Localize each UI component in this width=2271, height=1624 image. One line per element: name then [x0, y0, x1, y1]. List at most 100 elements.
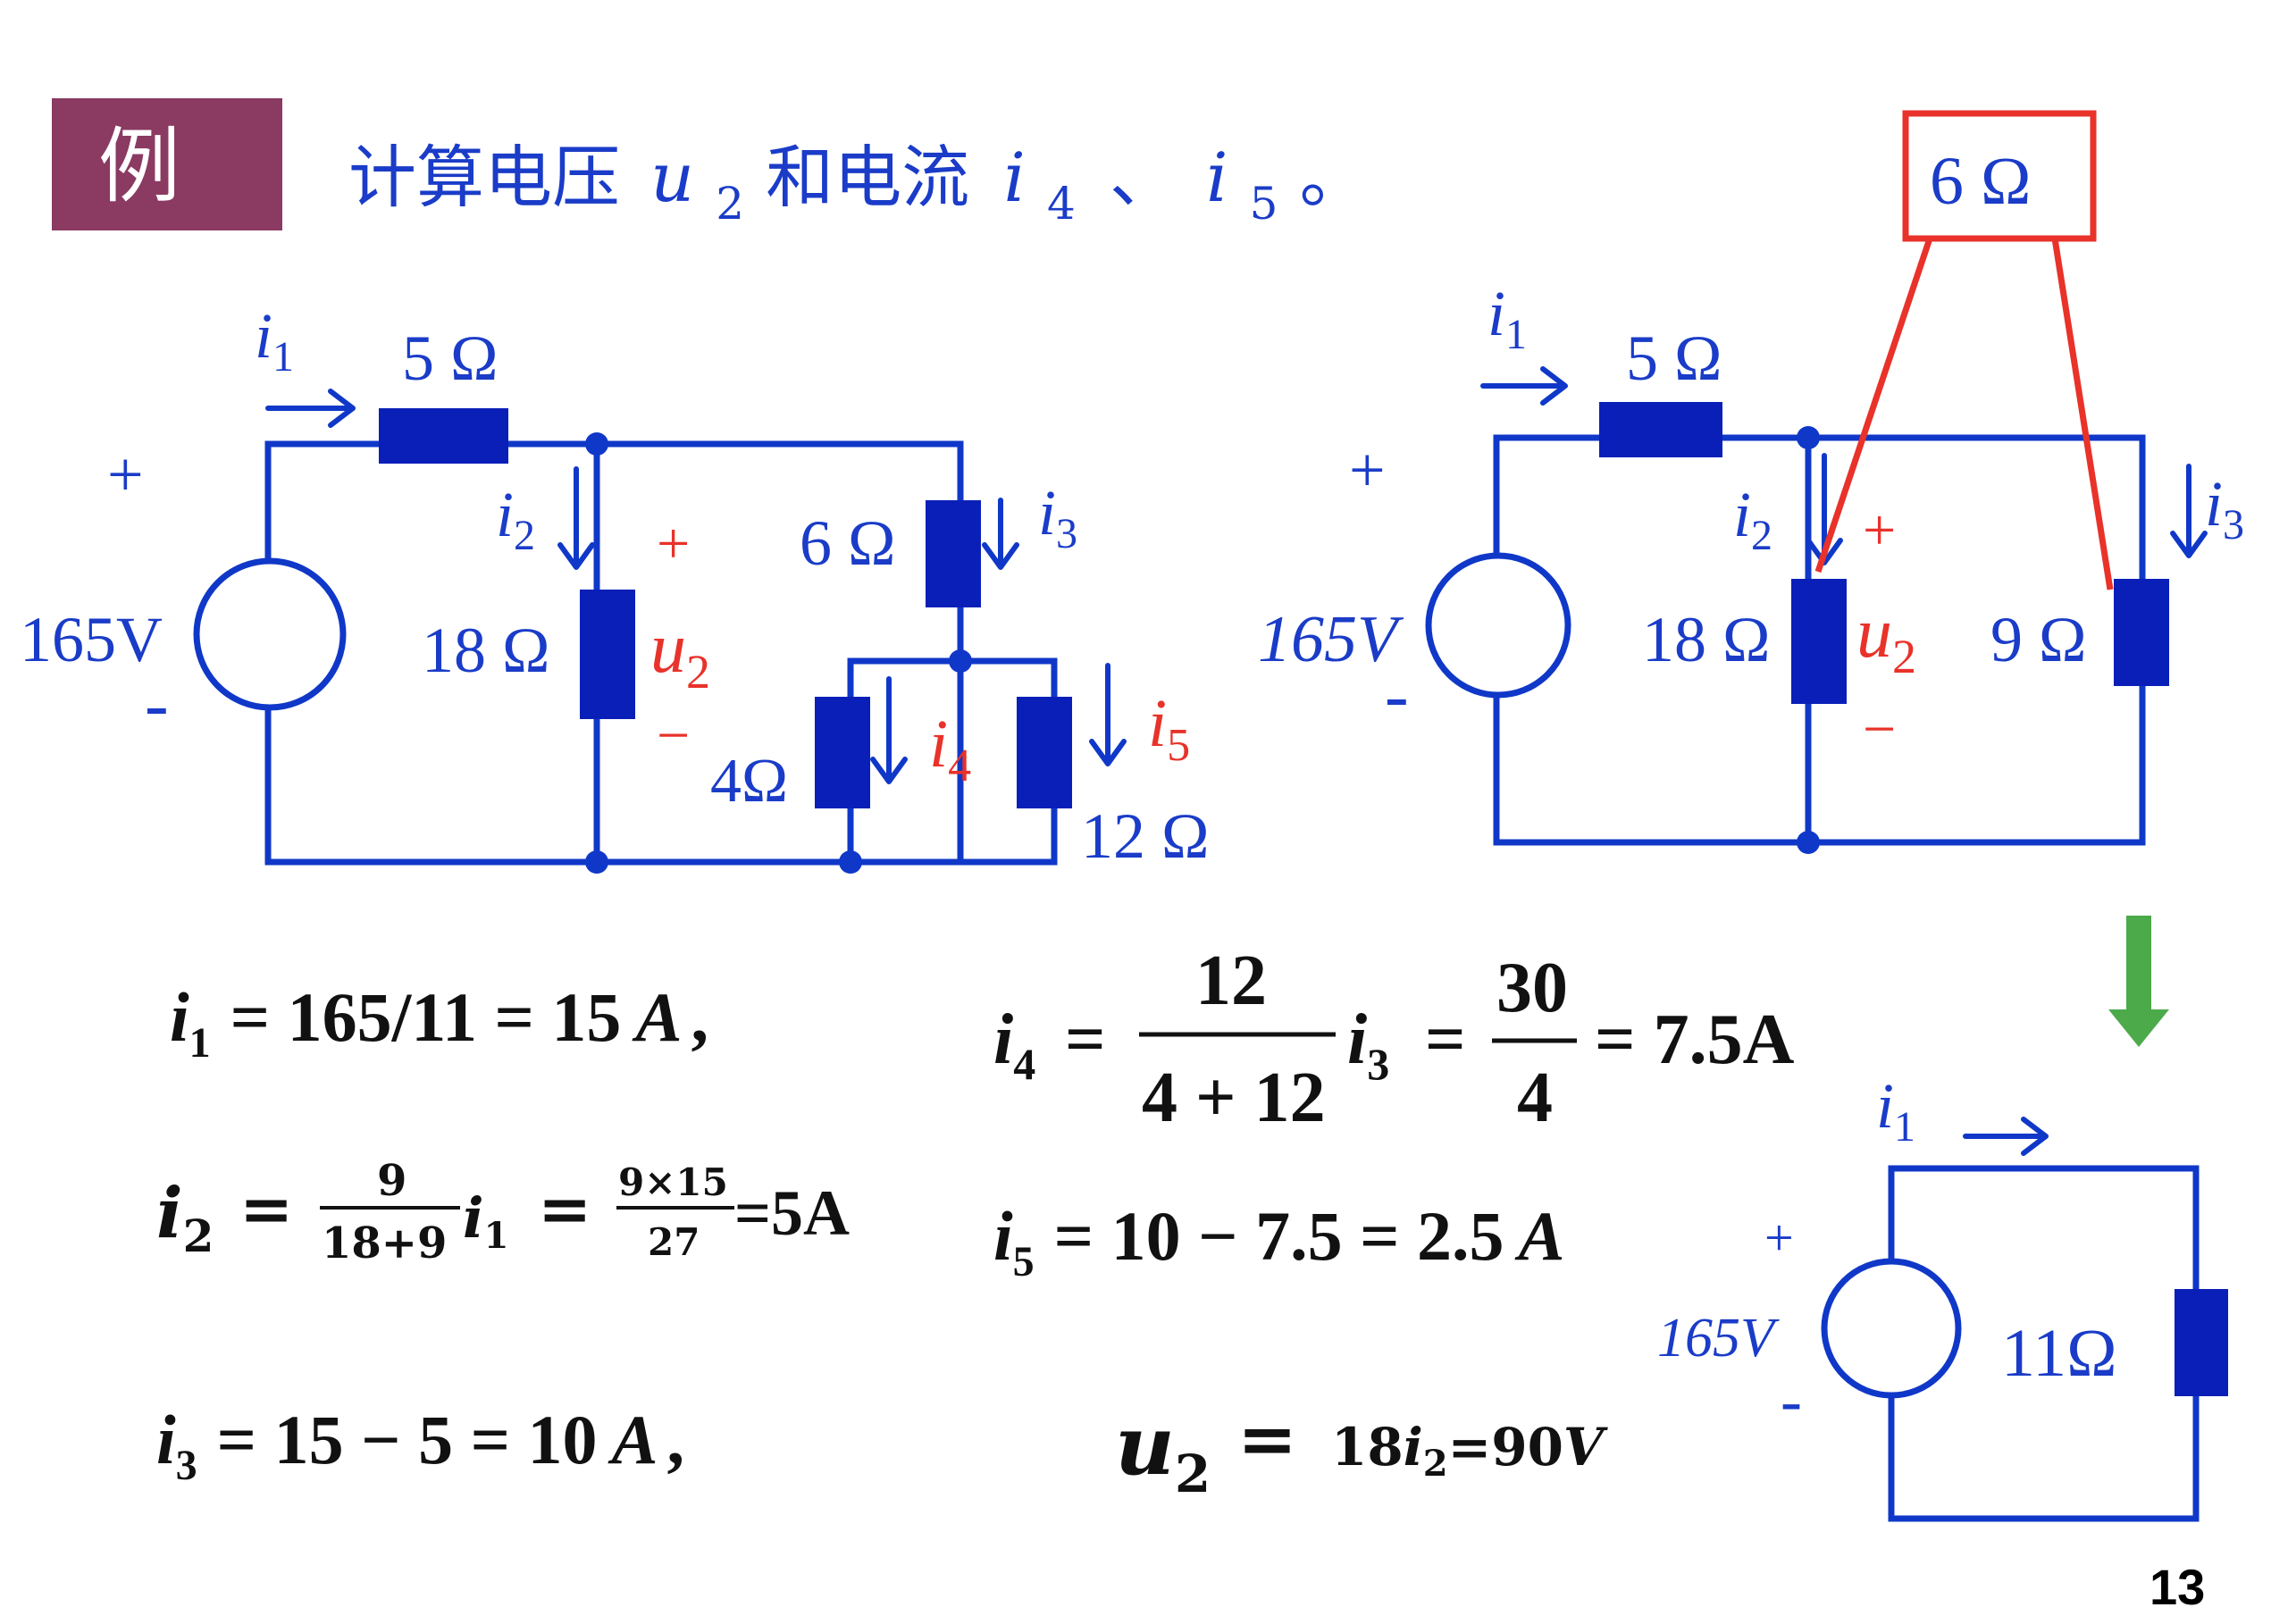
label-u2: u — [650, 609, 686, 688]
arrow-i1-icon — [265, 389, 356, 428]
eq5-var: i — [993, 1197, 1013, 1275]
label-i5: i — [1148, 686, 1167, 761]
eq6-eq: = — [1237, 1396, 1297, 1480]
resistor-18-right — [1791, 579, 1847, 704]
eq4-sub: 4 — [1013, 1039, 1035, 1089]
svg-text:i1: i1 — [463, 1185, 508, 1257]
arrow-i1-right-icon — [1480, 366, 1568, 406]
svg-text:i2: i2 — [1733, 479, 1772, 559]
resistor-4 — [815, 697, 870, 808]
eq6-coef: 18 — [1331, 1417, 1404, 1478]
arrow-i1-simple-icon — [1963, 1117, 2049, 1156]
label-u2-sub: 2 — [686, 645, 710, 699]
label-u-plus: + — [657, 511, 690, 576]
label-r-r18: 18 Ω — [1642, 604, 1771, 675]
eq4-eq2: = — [1425, 1000, 1466, 1079]
arrow-i2-icon — [557, 466, 595, 570]
label-r6: 6 Ω — [800, 507, 896, 579]
label-s-source: 165V — [1657, 1308, 1780, 1369]
eq2-res: =5A — [734, 1177, 850, 1249]
eq1-var: i — [170, 978, 189, 1056]
svg-text:u2: u2 — [650, 609, 710, 699]
label-source: 165V — [20, 604, 163, 675]
svg-text:18i2=90V: 18i2=90V — [1331, 1417, 1608, 1485]
title-i5-sub: 5 — [1250, 178, 1278, 230]
svg-text:i3: i3 — [2205, 468, 2244, 548]
svg-text:i3= 15 − 5 = 10A,: i3= 15 − 5 = 10A, — [156, 1401, 684, 1489]
eq2-isub: 1 — [484, 1215, 509, 1257]
eq1-unit: A — [631, 978, 682, 1056]
eq3-sub: 3 — [176, 1442, 197, 1489]
label-r-i3: i — [2205, 468, 2223, 540]
label-r-plus: + — [1349, 434, 1386, 506]
eq4-var: i — [993, 1000, 1013, 1079]
label-i4-sub: 4 — [948, 741, 971, 791]
label-r18: 18 Ω — [422, 615, 550, 686]
equation-i2: i2 = 9 18+9 i1 = 9×15 27 =5A — [156, 1156, 850, 1268]
label-i2-sub: 2 — [514, 512, 535, 559]
label-plus: + — [107, 439, 144, 510]
eq2-num2: 9×15 — [618, 1160, 728, 1204]
svg-text:i5= 10 − 7.5 = 2.5A: i5= 10 − 7.5 = 2.5A — [993, 1197, 1565, 1285]
eq2-den: 18+9 — [322, 1218, 447, 1268]
eq4-res: = 7.5A — [1595, 1000, 1795, 1079]
voltage-source-simple — [1821, 1258, 1962, 1399]
equiv-6-label: 6 Ω — [1930, 144, 2031, 219]
eq6-res: =90 — [1448, 1417, 1563, 1478]
resistor-11 — [2175, 1289, 2228, 1396]
title-u: u — [650, 138, 694, 217]
svg-text:i4: i4 — [929, 707, 971, 791]
label-r-i1: i — [1487, 278, 1505, 349]
svg-text:i2: i2 — [496, 479, 535, 559]
label-i5-sub: 5 — [1167, 720, 1190, 771]
eq2-eq: = — [239, 1170, 293, 1246]
label-s-i1: i — [1876, 1070, 1894, 1142]
equiv-line-left — [1814, 237, 1933, 573]
eq2-num: 9 — [377, 1156, 406, 1206]
label-r-u2-sub: 2 — [1892, 630, 1916, 683]
eq6-unit: V — [1563, 1417, 1608, 1478]
resistor-9-right — [2114, 579, 2169, 686]
eq4-num: 12 — [1195, 942, 1267, 1020]
label-r12: 12 Ω — [1081, 800, 1210, 872]
label-s-r11: 11Ω — [2001, 1316, 2117, 1391]
label-r-minus: - — [1385, 657, 1409, 735]
label-r-r9: 9 Ω — [1990, 604, 2087, 675]
svg-text:i1: i1 — [1876, 1070, 1915, 1151]
svg-text:i1: i1 — [255, 300, 294, 381]
label-r-u-plus: + — [1863, 498, 1896, 563]
arrow-i5-icon — [1089, 663, 1127, 766]
label-r-i3-sub: 3 — [2223, 501, 2244, 548]
label-r-i1-sub: 1 — [1505, 311, 1527, 358]
page-number: 13 — [2149, 1559, 2205, 1615]
eq4-isub: 3 — [1367, 1039, 1389, 1089]
eq3-var: i — [156, 1401, 176, 1478]
eq1-rhs: = 165/11 = 15 — [230, 978, 622, 1056]
svg-text:i1= 165/11 = 15A,: i1= 165/11 = 15A, — [170, 978, 708, 1067]
equation-i4: i4 = 12 4 + 12 i3 = 30 4 = 7.5A — [993, 942, 1795, 1137]
eq6-i: i — [1404, 1417, 1423, 1478]
label-i3: i — [1038, 477, 1056, 548]
title-i4-sub: 4 — [1047, 178, 1076, 230]
label-s-i1-sub: 1 — [1894, 1103, 1915, 1151]
eq2-sub: 2 — [183, 1210, 214, 1262]
resistor-6 — [926, 500, 981, 607]
svg-text:i5: i5 — [1148, 686, 1190, 771]
circuit-left: i1 5 Ω + 165V - i2 18 Ω + u2 − 6 Ω i3 4Ω… — [20, 300, 1210, 874]
label-i1: i — [255, 300, 272, 372]
eq4-den2: 4 — [1517, 1059, 1553, 1137]
eq5-sub: 5 — [1013, 1238, 1035, 1285]
label-s-minus: - — [1781, 1365, 1802, 1436]
title-i5: i — [1206, 138, 1228, 217]
label-r-r5: 5 Ω — [1626, 322, 1722, 394]
eq3-unit: A — [608, 1401, 658, 1478]
eq1-sub: 1 — [189, 1019, 211, 1067]
label-r-u2: u — [1856, 594, 1892, 673]
eq6-isub: 2 — [1423, 1443, 1448, 1485]
svg-text:u2: u2 — [1856, 594, 1916, 683]
resistor-5 — [379, 408, 508, 464]
circuit-simple: i1 + 165V - 11Ω — [1657, 1070, 2228, 1522]
